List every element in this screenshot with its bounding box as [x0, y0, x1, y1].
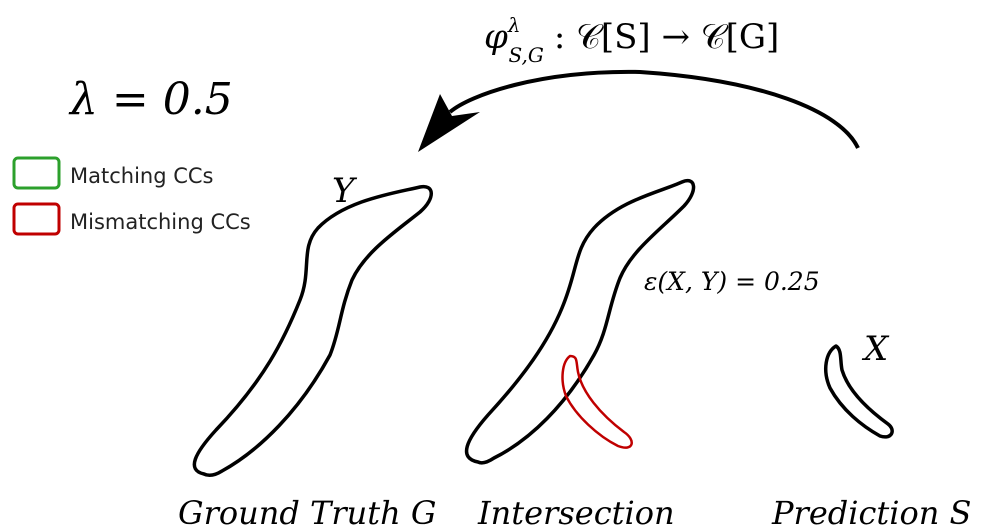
lambda-label: λ = 0.5	[68, 74, 233, 125]
legend-swatch-mismatching	[14, 204, 59, 234]
legend: Matching CCs Mismatching CCs	[14, 158, 251, 234]
mapping-rest: : 𝒞[S] → 𝒞[G]	[554, 17, 779, 57]
intersection-prediction-shape	[563, 356, 632, 448]
mapping-phi: φ	[484, 17, 508, 57]
legend-label-matching: Matching CCs	[70, 164, 214, 188]
caption-intersection: Intersection	[477, 494, 675, 529]
mapping-sub: S,G	[509, 43, 544, 67]
y-label: Y	[332, 171, 358, 211]
mapping-sup: λ	[507, 13, 521, 37]
caption-ground-truth: Ground Truth G	[178, 494, 436, 529]
mapping-arrow	[450, 72, 858, 148]
x-label: X	[861, 329, 890, 369]
intersection-gt-shape	[467, 181, 694, 463]
caption-prediction: Prediction S	[771, 494, 971, 529]
mapping-arrow-head	[418, 94, 480, 152]
legend-swatch-matching	[14, 158, 59, 188]
epsilon-label: ε(X, Y) = 0.25	[644, 267, 820, 296]
legend-label-mismatching: Mismatching CCs	[70, 210, 251, 234]
